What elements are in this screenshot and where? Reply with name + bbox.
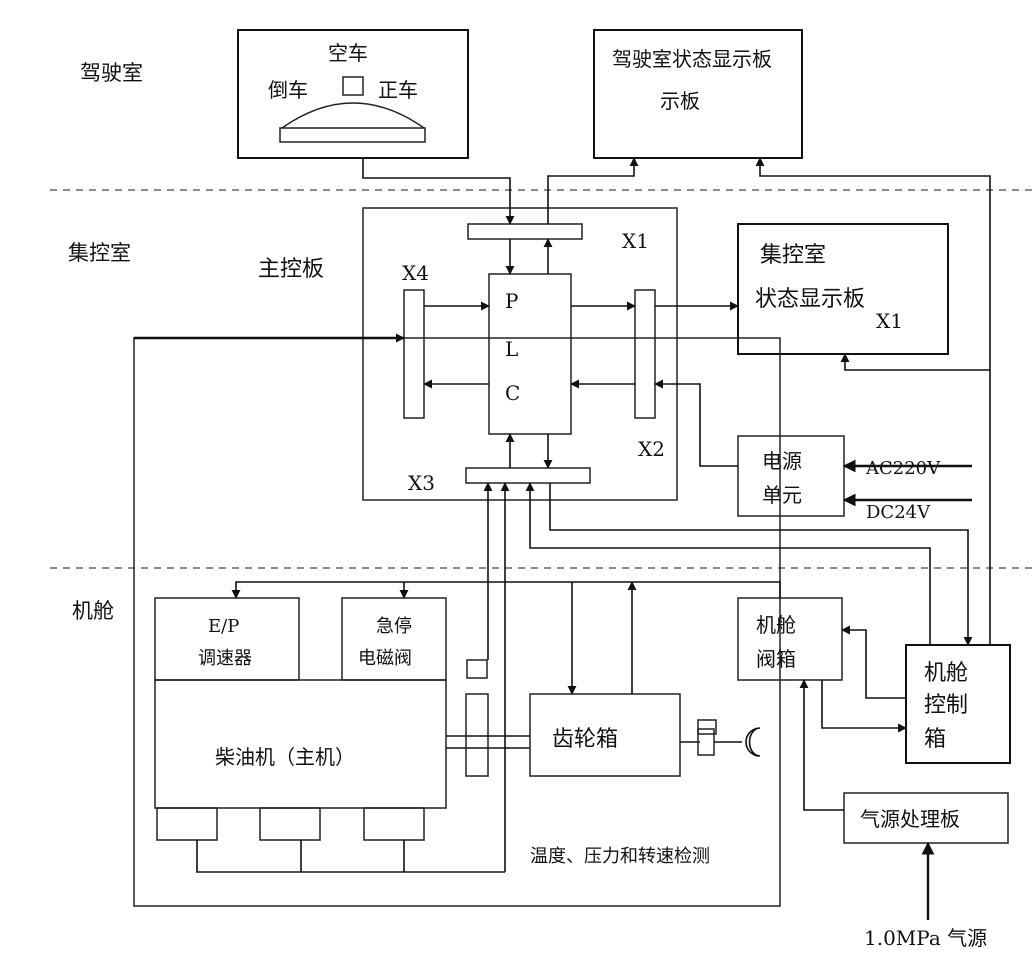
connector-x1: [467, 223, 583, 240]
engine-sensor-3: [363, 807, 425, 841]
connector-x4-label: X4: [402, 261, 429, 285]
main-board-title: 主控板: [258, 257, 324, 282]
control-room-display-line2: 状态显示板: [755, 287, 865, 312]
ep-governor-line2: 调速器: [198, 648, 252, 669]
lever-knob: [342, 76, 364, 96]
bus-to-governor: [231, 581, 781, 599]
cab-status-display: [593, 29, 803, 159]
connector-x2-label: X2: [638, 437, 665, 461]
control-room-display-line1: 集控室: [760, 243, 826, 268]
emergency-stop-line1: 急停: [376, 616, 412, 637]
lever-reverse-label: 倒车: [268, 78, 308, 102]
air-processing-label: 气源处理板: [860, 807, 960, 831]
control-box-to-cr-display: [840, 353, 990, 371]
sensor-wiring: [196, 840, 505, 873]
engine-sensor-1: [156, 807, 218, 841]
cab-status-display-label: 驾驶室状态显示板: [612, 47, 772, 71]
valve-box-line2: 阀箱: [756, 647, 796, 671]
connector-x2: [634, 289, 656, 419]
control-box-line2: 控制: [924, 693, 968, 718]
ep-governor-line1: E/P: [208, 616, 239, 637]
cab-lever-box: [237, 29, 469, 159]
connector-x3-label: X3: [408, 471, 435, 495]
power-dc-label: DC24V: [866, 502, 931, 523]
connector-x1-label: X1: [622, 229, 649, 253]
control-box-to-valve-box: [841, 625, 906, 699]
gearbox-label: 齿轮箱: [552, 727, 618, 752]
power-unit-line1: 电源: [762, 449, 802, 473]
engine-room-frame: [133, 337, 781, 907]
lever-neutral-label: 空车: [328, 41, 368, 65]
control-room-display-port-label: X1: [876, 309, 903, 333]
coupling: [465, 693, 489, 777]
lever-forward-label: 正车: [378, 78, 418, 102]
coupling-sensor: [466, 659, 488, 679]
output-sensor: [697, 719, 717, 735]
air-source-label: 1.0MPa 气源: [864, 926, 987, 950]
power-unit-line2: 单元: [762, 483, 802, 507]
main-control-board: [362, 207, 678, 501]
control-box-to-cab-display: [755, 157, 991, 645]
plc-letter-p: P: [505, 289, 518, 313]
control-box-to-x3: [525, 482, 931, 645]
diesel-engine: [154, 679, 447, 809]
lever-base: [279, 127, 426, 143]
cab-status-display-label-line2: 示板: [660, 89, 700, 113]
plc-letter-c: C: [505, 381, 520, 405]
connector-x3: [465, 467, 591, 484]
connector-x4: [403, 289, 425, 419]
zone-label-engine-room: 机舱: [72, 599, 114, 623]
emergency-stop-line2: 电磁阀: [358, 648, 412, 669]
plc-block: [488, 273, 572, 435]
plc-letter-l: L: [505, 337, 518, 361]
engine-control-box: [905, 644, 1011, 764]
propeller-icon: [745, 727, 761, 757]
lever-to-x1: [362, 158, 515, 225]
control-box-line3: 箱: [924, 727, 946, 752]
engine-valve-box: [737, 597, 843, 681]
valve-box-line1: 机舱: [756, 613, 796, 637]
power-to-x2: [654, 379, 738, 467]
lever-dome: [281, 102, 425, 129]
diesel-engine-label: 柴油机（主机）: [215, 745, 355, 769]
valve-box-to-control-box: [821, 680, 907, 733]
gearbox: [529, 693, 681, 777]
power-unit: [737, 435, 845, 517]
sensing-label: 温度、压力和转速检测: [530, 846, 710, 867]
control-box-line1: 机舱: [924, 661, 968, 686]
output-coupling: [697, 728, 715, 756]
zone-label-cab: 驾驶室: [80, 61, 143, 85]
x1-to-cab-display: [547, 157, 639, 224]
power-ac-label: AC220V: [865, 458, 941, 479]
zone-label-control-room: 集控室: [68, 241, 131, 265]
engine-sensor-2: [259, 807, 321, 841]
air-board-to-valve-box: [799, 679, 844, 811]
x3-to-engine-control-box: [549, 483, 973, 646]
